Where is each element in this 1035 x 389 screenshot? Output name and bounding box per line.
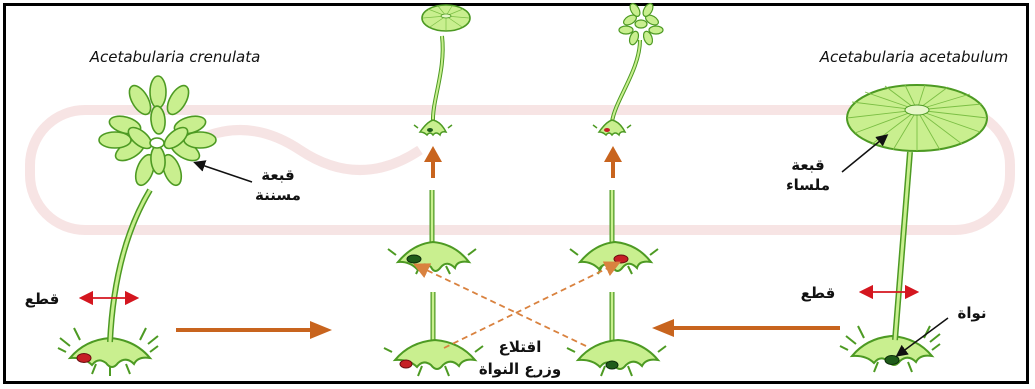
left-cut-label: قطع (25, 290, 60, 308)
mid-bottom-left-nucleus (400, 360, 412, 368)
left-species-name: Acetabularia crenulata (89, 48, 261, 66)
mid-top-right-plant (593, 2, 663, 135)
right-cap-smooth (847, 85, 987, 151)
right-nucleus (885, 356, 899, 365)
left-nucleus (77, 354, 91, 363)
graft-dashed-arrow-1 (418, 266, 586, 346)
right-cap-pointer (842, 136, 886, 172)
growth-arrow-right (604, 146, 622, 178)
left-cap-crenulate (99, 76, 216, 188)
right-cut-label: قطع (801, 284, 836, 302)
growth-arrow-left (424, 146, 442, 178)
graft-label-line1: اقتلاع (499, 338, 542, 356)
mid-graft-right-nucleus (614, 255, 628, 263)
right-rhizoid (840, 326, 940, 372)
mid-top-left-plant (414, 5, 470, 135)
left-cap-label-line2: مسننة (255, 186, 301, 204)
left-stalk (110, 190, 150, 342)
right-species-name: Acetabularia acetabulum (819, 48, 1009, 66)
right-cap-label-line2: ملساء (786, 176, 830, 194)
mid-bottom-right-nucleus (606, 361, 618, 369)
mid-bottom-left-rhizoid (384, 292, 483, 376)
nucleus-label: نواة (957, 304, 986, 322)
graft-dashed-arrow-2 (444, 264, 616, 348)
graft-label-line2: وزرع النواة (479, 360, 561, 378)
left-cap-label-line1: قبعة (261, 166, 295, 184)
mid-graft-left-nucleus (407, 255, 421, 263)
process-arrow-right (652, 319, 840, 337)
right-cap-label-line1: قبعة (791, 156, 825, 174)
process-arrow-left (176, 321, 332, 339)
left-cap-pointer (196, 163, 252, 182)
